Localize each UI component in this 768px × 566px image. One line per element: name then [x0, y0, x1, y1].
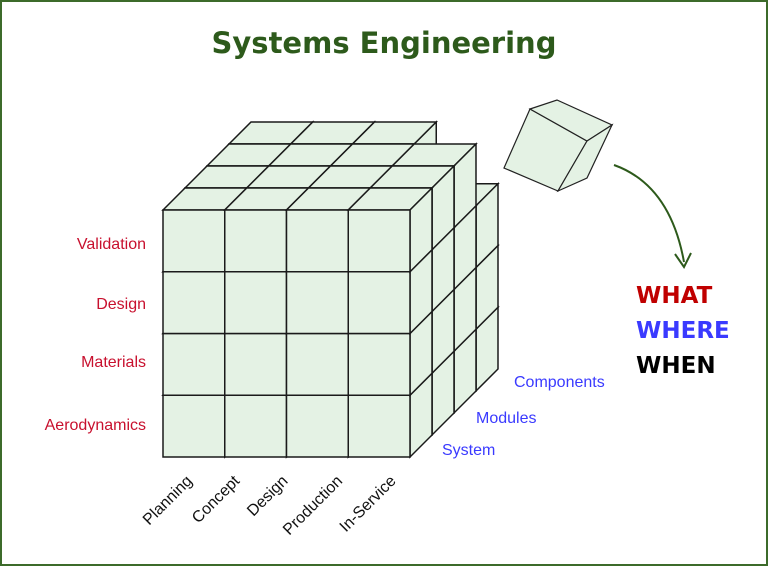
cube-cell-front: [285, 209, 349, 273]
small-cube-side: [556, 123, 614, 193]
cube-cell-front: [347, 271, 411, 335]
arrow-head-icon: [674, 252, 692, 269]
cube-cell-front: [162, 271, 226, 335]
row-label-design: Design: [96, 296, 146, 313]
cube-cell-front: [285, 394, 349, 458]
legend-when: WHEN: [636, 353, 716, 379]
depth-label-components: Components: [514, 374, 605, 391]
cube-cell-front: [285, 332, 349, 396]
row-label-aerodynamics: Aerodynamics: [44, 417, 146, 434]
arrow-curve: [613, 164, 685, 263]
cube-cell-front: [285, 271, 349, 335]
cube-cell-front: [224, 209, 288, 273]
diagram-title: Systems Engineering: [211, 26, 557, 60]
cube-grid: [161, 120, 500, 459]
cube-cell-front: [162, 394, 226, 458]
cube-cell-front: [162, 209, 226, 273]
legend-what: WHAT: [636, 283, 713, 309]
row-label-validation: Validation: [76, 236, 146, 253]
cube-cell-front: [224, 394, 288, 458]
extracted-cube-icon: [503, 99, 614, 193]
row-label-materials: Materials: [81, 354, 146, 371]
depth-label-modules: Modules: [476, 410, 537, 427]
cube-cell-front: [347, 394, 411, 458]
cube-cell-front: [224, 332, 288, 396]
legend-where: WHERE: [636, 318, 730, 344]
cube-cell-front: [224, 271, 288, 335]
cube-cell-front: [347, 332, 411, 396]
depth-label-system: System: [442, 442, 496, 459]
cube-cell-front: [347, 209, 411, 273]
cube-cell-front: [162, 332, 226, 396]
